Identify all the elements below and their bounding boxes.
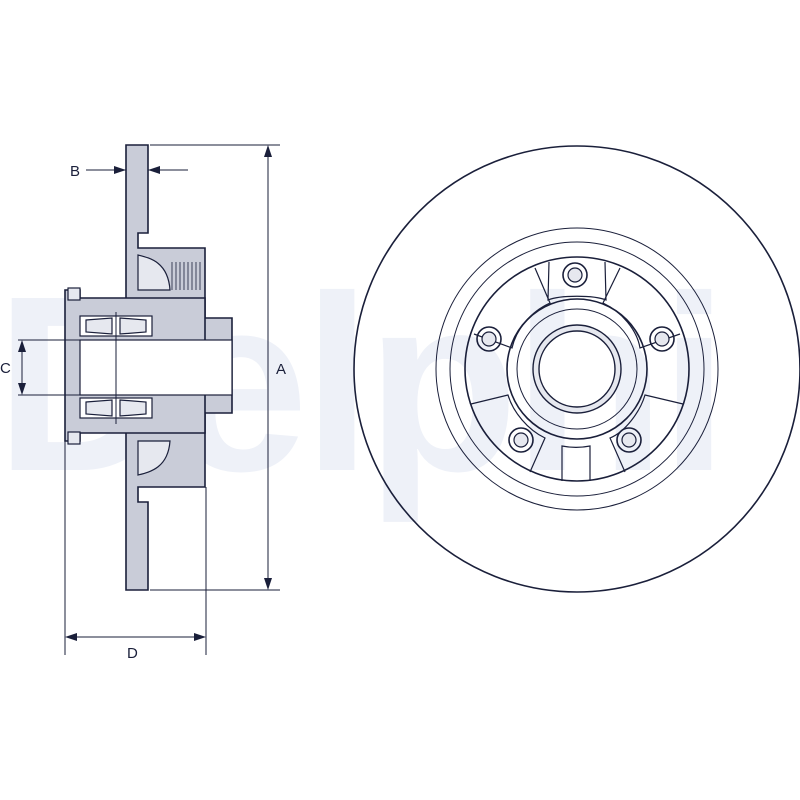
disc-outer-edge (353, 145, 800, 593)
dimension-b: B (70, 163, 188, 180)
dimension-d-label: D (127, 645, 138, 662)
stud-recess-top (137, 254, 171, 291)
dimension-c-label: C (0, 360, 11, 377)
bearing-bottom (79, 394, 153, 424)
bolt-hole-3 (616, 427, 642, 453)
centre-ring (516, 308, 638, 430)
dimension-a-label: A (276, 361, 286, 378)
hub-outer (464, 256, 690, 482)
stud-recess-bottom (137, 440, 171, 476)
friction-ring-inner (435, 227, 719, 511)
bolt-holes (476, 262, 675, 453)
bolt-hole-5 (476, 326, 502, 352)
front-view (353, 145, 800, 593)
centre-bore-inner (538, 330, 616, 408)
dimension-c: C (0, 339, 80, 396)
section-view (64, 144, 233, 591)
bolt-hole-1 (562, 262, 588, 288)
dimension-b-label: B (70, 163, 80, 180)
dimension-a: A (150, 144, 286, 591)
bearing-top (79, 312, 153, 342)
dimension-d: D (64, 441, 207, 662)
stud-thread (171, 262, 201, 290)
bore (79, 339, 233, 396)
hat-outer (449, 241, 705, 497)
bolt-hole-4 (508, 427, 534, 453)
centre-flange (506, 298, 648, 440)
bolt-hole-2 (649, 326, 675, 352)
hub-ribs (470, 261, 684, 481)
